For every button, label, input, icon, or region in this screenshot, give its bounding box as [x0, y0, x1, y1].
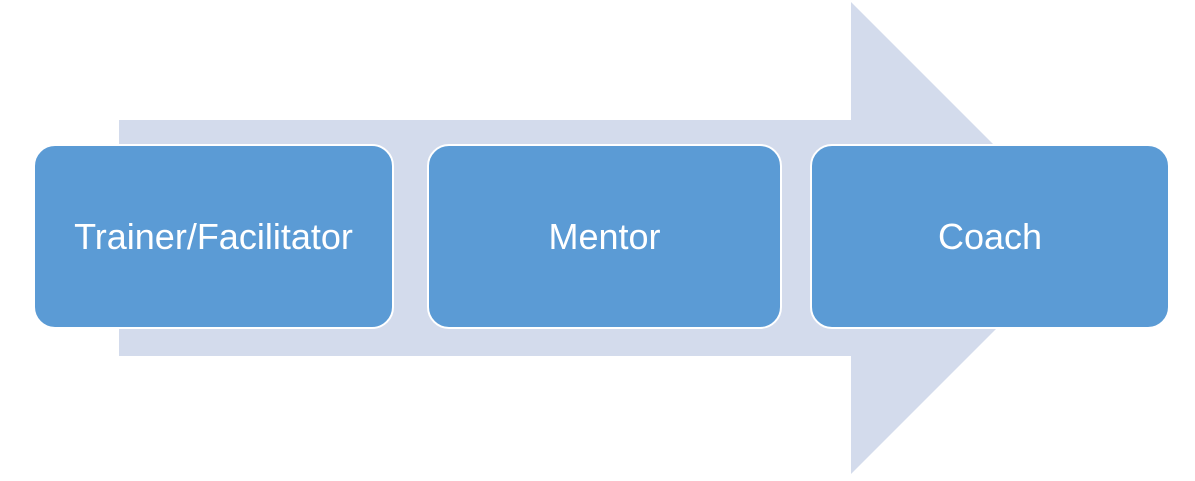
process-step: Trainer/Facilitator [33, 144, 394, 329]
process-step-label: Trainer/Facilitator [74, 215, 353, 257]
process-step: Coach [810, 144, 1170, 329]
process-step: Mentor [427, 144, 782, 329]
process-step-label: Coach [937, 215, 1043, 257]
process-step-label: Mentor [548, 215, 661, 257]
